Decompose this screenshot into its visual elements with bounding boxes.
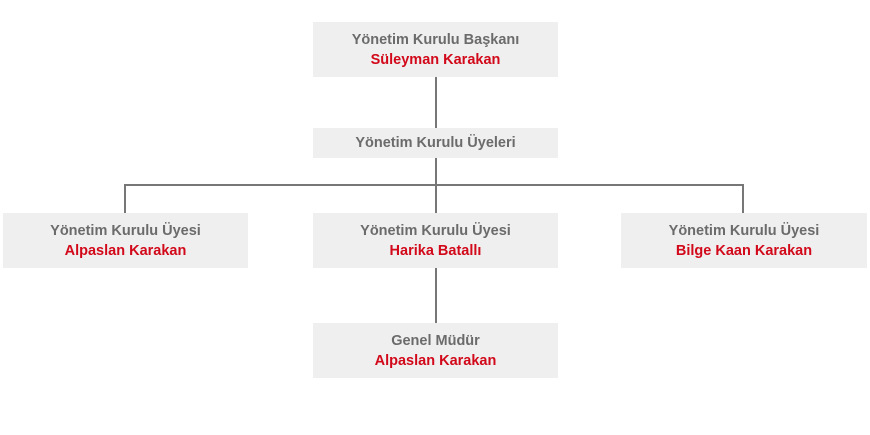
connector-member3	[742, 184, 744, 213]
connector-chairman-board	[435, 77, 437, 128]
node-name: Harika Batallı	[389, 242, 482, 259]
node-role: Yönetim Kurulu Başkanı	[351, 31, 520, 48]
node-name: Süleyman Karakan	[370, 51, 501, 68]
node-role: Yönetim Kurulu Üyesi	[668, 222, 820, 239]
node-general-manager: Genel Müdür Alpaslan Karakan	[313, 323, 558, 378]
node-role: Yönetim Kurulu Üyeleri	[355, 135, 516, 151]
connector-board-down	[435, 158, 437, 186]
connector-horizontal	[124, 184, 744, 186]
node-role: Genel Müdür	[391, 332, 480, 349]
node-member-1: Yönetim Kurulu Üyesi Alpaslan Karakan	[3, 213, 248, 268]
node-role: Yönetim Kurulu Üyesi	[50, 222, 201, 239]
node-member-3: Yönetim Kurulu Üyesi Bilge Kaan Karakan	[621, 213, 867, 268]
node-role: Yönetim Kurulu Üyesi	[360, 222, 511, 239]
node-member-2: Yönetim Kurulu Üyesi Harika Batallı	[313, 213, 558, 268]
node-name: Alpaslan Karakan	[374, 352, 497, 369]
node-board-members: Yönetim Kurulu Üyeleri	[313, 128, 558, 158]
connector-member2-gm	[435, 268, 437, 323]
node-name: Alpaslan Karakan	[64, 242, 187, 259]
connector-member1	[124, 184, 126, 213]
connector-member2	[435, 184, 437, 213]
node-name: Bilge Kaan Karakan	[675, 242, 813, 259]
node-chairman: Yönetim Kurulu Başkanı Süleyman Karakan	[313, 22, 558, 77]
